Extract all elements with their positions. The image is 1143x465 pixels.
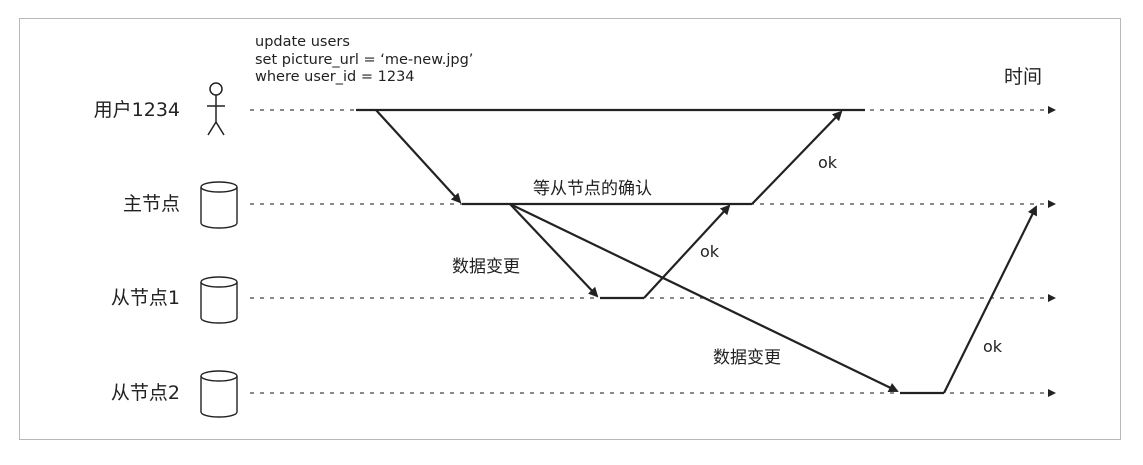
wait-ack-label: 等从节点的确认 [533,179,652,199]
ok-label-follower2: ok [983,337,1003,356]
arrow-user-to-leader [375,109,462,204]
node-label-user: 用户1234 [93,99,180,121]
data-change-label-1: 数据变更 [452,257,520,277]
node-label-follower1: 从节点1 [110,287,180,309]
database-icon-follower1 [200,276,238,324]
diagram-frame [19,18,1121,440]
arrow-follower2-ok [943,205,1037,394]
sql-line-2: set picture_url = ‘me-new.jpg’ [255,51,474,68]
user-icon [207,82,225,136]
ok-label-leader: ok [818,153,838,172]
database-icon-leader [200,181,238,229]
node-label-follower2: 从节点2 [110,382,180,404]
ok-label-follower1: ok [700,242,720,261]
database-icon-follower2 [200,370,238,418]
sql-statement: update users set picture_url = ‘me-new.j… [255,34,473,87]
sql-line-1: update users [255,34,350,50]
arrow-leader-ok-to-user [751,110,843,205]
data-change-label-2: 数据变更 [713,348,781,368]
node-label-leader: 主节点 [122,193,180,215]
arrow-leader-to-follower2 [509,203,899,393]
arrow-follower1-ok [643,204,731,299]
sql-line-3: where user_id = 1234 [255,69,415,85]
time-axis-label: 时间 [1004,66,1043,88]
arrow-leader-to-follower1 [509,203,599,298]
